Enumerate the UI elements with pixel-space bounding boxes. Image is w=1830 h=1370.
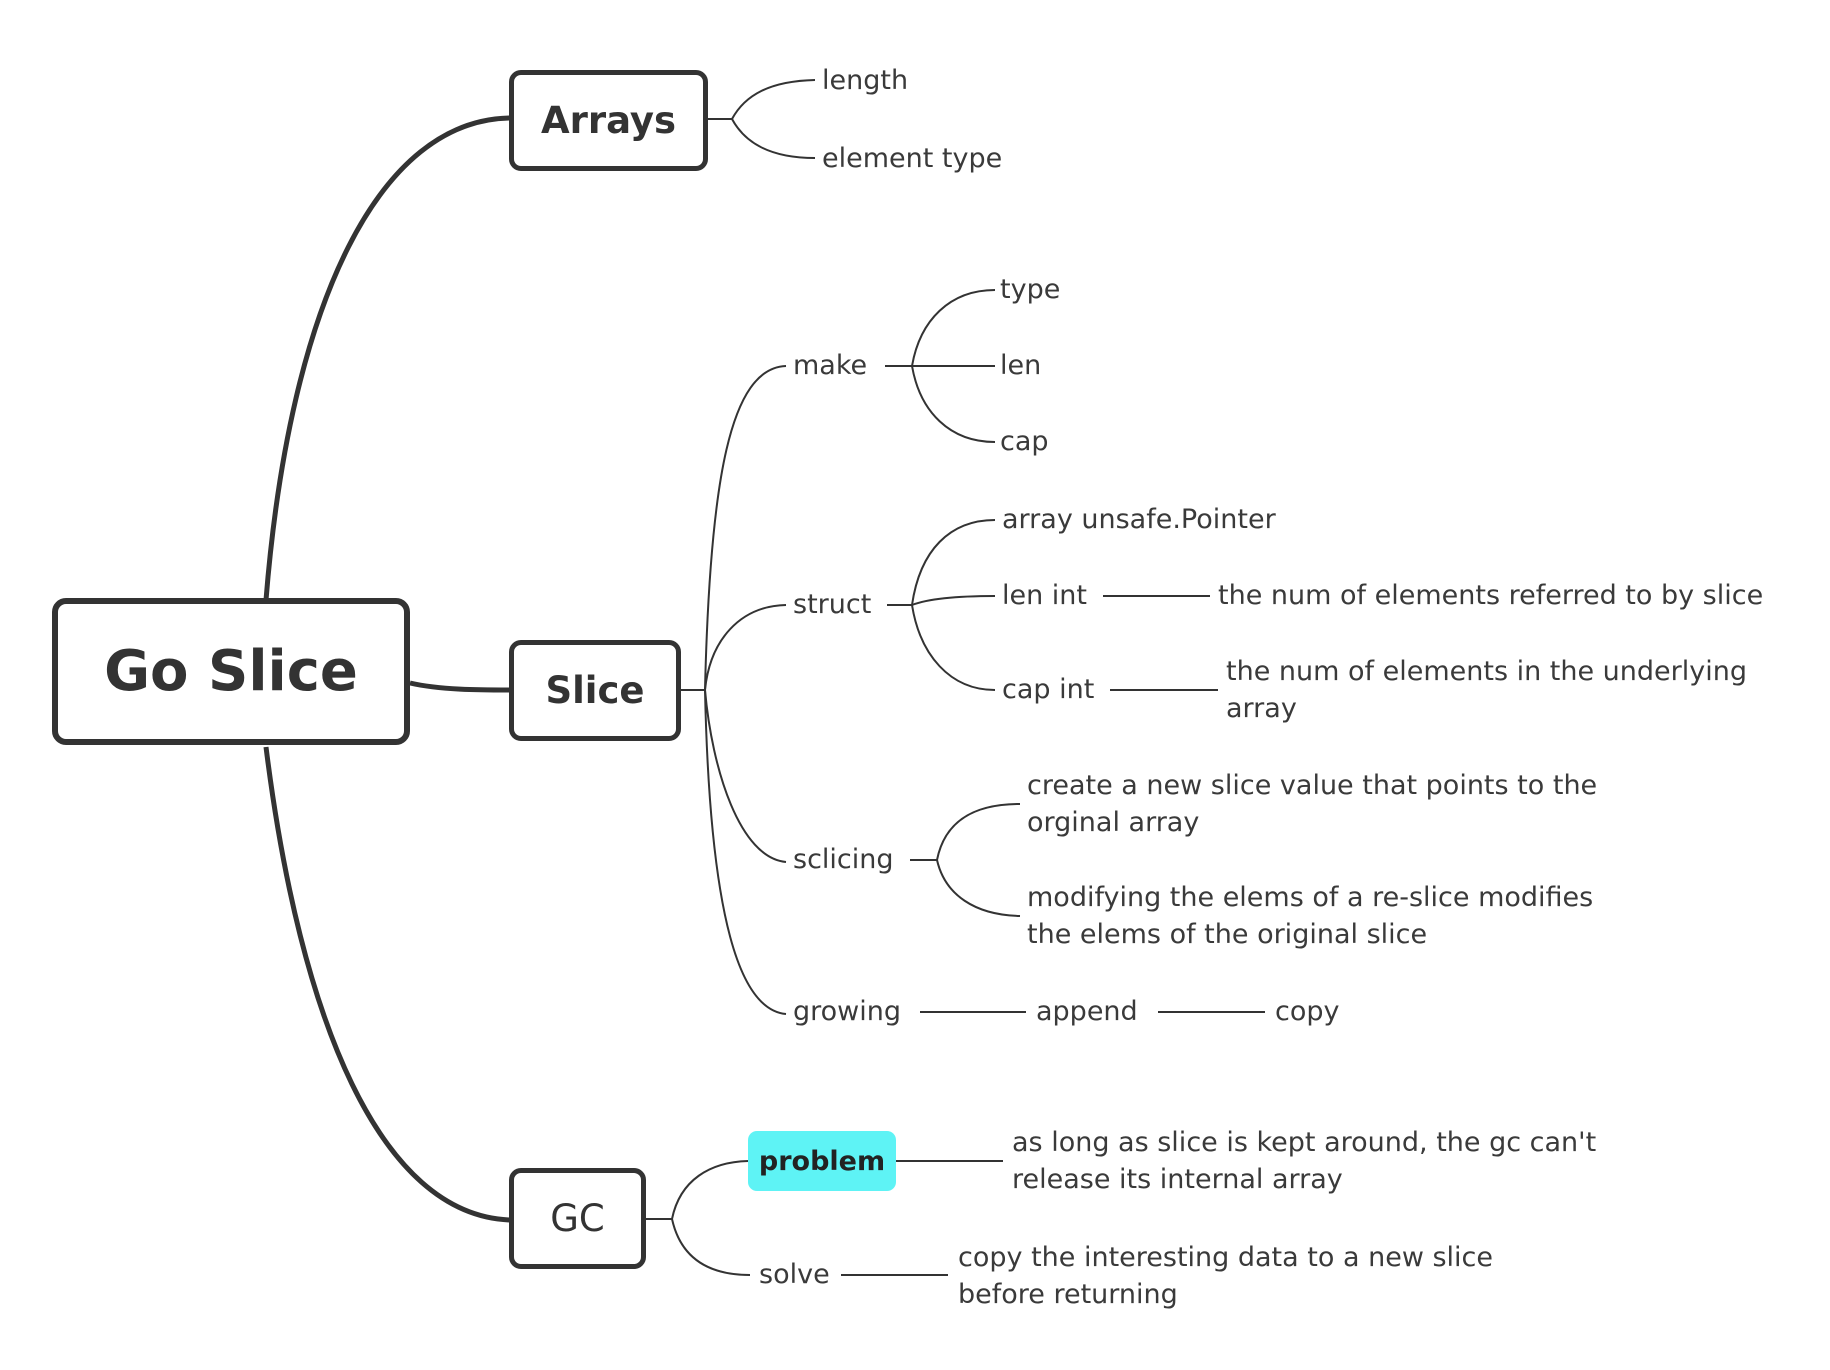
sclicing-child-2-line-1: modifying the elems of a re-slice modifi…: [1027, 882, 1594, 913]
branch-sclicing-item2: [936, 859, 1021, 917]
make-child-len[interactable]: len: [1000, 350, 1042, 381]
sclicing-child-2[interactable]: modifying the elems of a re-slice modifi…: [1027, 879, 1593, 953]
problem-topic[interactable]: problem: [748, 1131, 896, 1191]
root-label: Go Slice: [104, 639, 358, 704]
branch-root-gc: [263, 746, 511, 1223]
slice-label: Slice: [545, 669, 645, 712]
sclicing-child-1-line-2: orginal array: [1027, 807, 1200, 838]
sclicing-child-2-line-2: the elems of the original slice: [1027, 919, 1428, 950]
branch-gc-problem: [671, 1160, 749, 1220]
problem-description[interactable]: as long as slice is kept around, the gc …: [1012, 1124, 1596, 1198]
make-child-cap[interactable]: cap: [1000, 426, 1049, 457]
problem-desc-line-2: release its internal array: [1012, 1164, 1343, 1195]
gc-label: GC: [550, 1197, 605, 1240]
arrays-child-length[interactable]: length: [822, 65, 909, 96]
branch-struct-len: [911, 595, 996, 606]
solve-topic[interactable]: solve: [759, 1259, 830, 1290]
branch-struct-cap: [911, 604, 996, 691]
problem-label: problem: [758, 1145, 886, 1177]
make-child-type[interactable]: type: [1000, 274, 1061, 305]
branch-gc-solve: [671, 1218, 751, 1276]
struct-child-len-int[interactable]: len int: [1002, 580, 1088, 611]
len-int-description[interactable]: the num of elements referred to by slice: [1218, 580, 1764, 611]
cap-desc-line-1: the num of elements in the underlying: [1226, 656, 1747, 687]
arrays-child-element-type[interactable]: element type: [822, 143, 1003, 174]
branch-sclicing-item1: [936, 803, 1021, 861]
struct-topic[interactable]: struct: [793, 589, 872, 620]
branch-make-cap: [911, 365, 996, 443]
struct-child-cap-int[interactable]: cap int: [1002, 674, 1095, 705]
branch-slice-growing: [704, 689, 787, 1015]
struct-child-array-pointer[interactable]: array unsafe.Pointer: [1002, 504, 1276, 535]
cap-int-description[interactable]: the num of elements in the underlying ar…: [1226, 653, 1747, 727]
branch-slice-make: [704, 365, 787, 691]
branch-make-type: [911, 289, 996, 367]
problem-desc-line-1: as long as slice is kept around, the gc …: [1012, 1127, 1597, 1158]
branch-struct-array: [911, 519, 996, 606]
sclicing-child-1[interactable]: create a new slice value that points to …: [1027, 767, 1597, 841]
make-topic[interactable]: make: [793, 350, 868, 381]
gc-node[interactable]: GC: [509, 1168, 646, 1269]
root-node[interactable]: Go Slice: [52, 598, 410, 745]
growing-copy[interactable]: copy: [1275, 996, 1340, 1027]
arrays-label: Arrays: [540, 99, 677, 142]
branch-root-slice: [409, 680, 511, 693]
sclicing-child-1-line-1: create a new slice value that points to …: [1027, 770, 1598, 801]
sclicing-topic[interactable]: sclicing: [793, 844, 894, 875]
growing-append[interactable]: append: [1036, 996, 1138, 1027]
arrays-node[interactable]: Arrays: [509, 70, 708, 171]
growing-topic[interactable]: growing: [793, 996, 901, 1027]
branch-arrays-element-type: [731, 118, 816, 159]
solve-desc-line-1: copy the interesting data to a new slice: [958, 1242, 1494, 1273]
branch-slice-sclicing: [704, 689, 787, 863]
slice-node[interactable]: Slice: [509, 640, 681, 741]
branch-arrays-length: [731, 79, 816, 120]
branch-slice-struct: [704, 604, 787, 691]
cap-desc-line-2: array: [1226, 693, 1297, 724]
solve-description[interactable]: copy the interesting data to a new slice…: [958, 1239, 1493, 1313]
solve-desc-line-2: before returning: [958, 1279, 1178, 1310]
branch-root-arrays: [263, 115, 511, 601]
